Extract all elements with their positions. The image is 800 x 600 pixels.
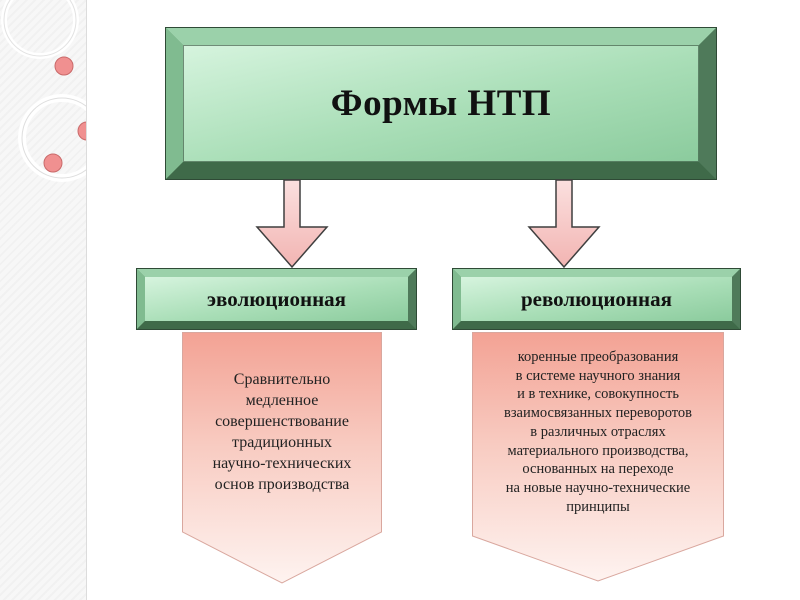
revolutionary-description: коренные преобразования в системе научно… (472, 348, 724, 516)
revolutionary-box: революционная (452, 268, 741, 330)
evolutionary-line: традиционных (232, 434, 332, 451)
arrow-to-revolutionary (527, 179, 601, 269)
decor-dot-3 (43, 153, 63, 173)
arrow-to-evolutionary (255, 179, 329, 269)
evolutionary-line: медленное (245, 392, 319, 409)
decorative-side-strip (0, 0, 87, 600)
revolutionary-line: взаимосвязанных переворотов (503, 405, 693, 422)
revolutionary-line: на новые научно-технические (505, 479, 691, 496)
revolutionary-label: революционная (520, 286, 672, 311)
diagram-title: Формы НТП (330, 83, 552, 124)
decor-dot-1 (54, 56, 74, 76)
evolutionary-line: основ производства (214, 476, 350, 493)
evolutionary-label: эволюционная (206, 286, 347, 311)
evolutionary-line: Сравнительно (233, 371, 331, 388)
revolutionary-line: основанных на переходе (522, 461, 674, 478)
revolutionary-line: коренные преобразования (517, 349, 679, 365)
revolutionary-line: и в технике, совокупность (517, 386, 679, 403)
evolutionary-description-panel: Сравнительно медленное совершенствование… (182, 332, 382, 584)
revolutionary-line: материального производства, (507, 442, 689, 459)
evolutionary-box: эволюционная (136, 268, 417, 330)
evolutionary-line: совершенствование (215, 413, 349, 430)
revolutionary-description-panel: коренные преобразования в системе научно… (472, 332, 724, 582)
revolutionary-line: в системе научного знания (515, 367, 681, 384)
decorative-circles (1, 0, 86, 182)
decor-dot-2 (77, 121, 86, 141)
evolutionary-description: Сравнительно медленное совершенствование… (182, 369, 382, 495)
revolutionary-line: в различных отраслях (530, 423, 666, 440)
revolutionary-line: принципы (566, 498, 630, 515)
evolutionary-line: научно-технических (212, 455, 352, 472)
title-box: Формы НТП (165, 27, 717, 180)
